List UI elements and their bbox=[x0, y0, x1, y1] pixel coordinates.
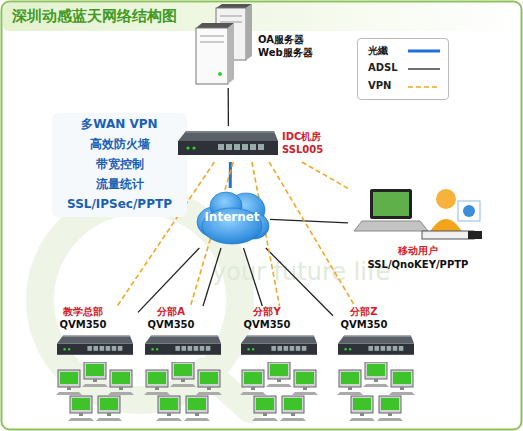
node-label: QVM350 bbox=[140, 319, 202, 332]
node-label: 分部Y bbox=[236, 306, 298, 319]
feature-box: 多WAN VPN 高效防火墙带宽控制流量统计 SSL/IPSec/PPTP bbox=[52, 113, 187, 217]
node-label: 高效防火墙 bbox=[52, 137, 187, 152]
branch-router: 教学总部QVM350 bbox=[52, 306, 138, 424]
node-illustration bbox=[190, 4, 254, 88]
node-illustration bbox=[348, 183, 488, 243]
node-label: QVM350 bbox=[52, 319, 114, 332]
node-label: 带宽控制 bbox=[52, 157, 187, 172]
node-label: OA服务器 Web服务器 bbox=[258, 34, 316, 59]
node-illustration bbox=[140, 362, 226, 424]
node-illustration bbox=[338, 334, 414, 358]
legend-box: 光纖 ADSL VPN bbox=[357, 38, 449, 100]
node-label: QVM350 bbox=[333, 319, 395, 332]
node-illustration bbox=[333, 362, 419, 424]
adsl-link bbox=[270, 219, 348, 223]
node-illustration bbox=[57, 334, 133, 358]
internet-cloud: Internet bbox=[194, 188, 270, 248]
header-band bbox=[3, 3, 520, 31]
branch-router: 分部AQVM350 bbox=[140, 306, 226, 424]
node-label: 流量统计 bbox=[52, 177, 187, 192]
node-label: 多WAN VPN bbox=[52, 117, 187, 132]
branch-router: 分部YQVM350 bbox=[236, 306, 322, 424]
branch-router: 分部ZQVM350 bbox=[333, 306, 419, 424]
node-label: SSL/QnoKEY/PPTP bbox=[348, 259, 488, 272]
legend-text: ADSL bbox=[368, 62, 398, 73]
idc-router: IDC机房 SSL005 bbox=[178, 126, 323, 162]
node-label: 分部A bbox=[140, 306, 202, 319]
adsl-link bbox=[228, 88, 229, 126]
legend-text: VPN bbox=[368, 80, 391, 91]
node-label: Internet bbox=[194, 210, 270, 225]
node-label: SSL/IPSec/PPTP bbox=[52, 197, 187, 212]
legend-line-sample bbox=[408, 48, 440, 54]
server-group: OA服务器 Web服务器 bbox=[190, 4, 320, 88]
node-illustration bbox=[241, 334, 317, 358]
node-label: 移动用户 bbox=[348, 245, 488, 258]
node-illustration bbox=[236, 362, 322, 424]
legend-line-sample bbox=[408, 66, 440, 72]
mobile-user: 移动用户SSL/QnoKEY/PPTP bbox=[348, 183, 488, 279]
vpn-link bbox=[302, 162, 348, 188]
node-label: 教学总部 bbox=[52, 306, 114, 319]
node-illustration bbox=[145, 334, 221, 358]
adsl-link bbox=[138, 248, 199, 312]
node-illustration bbox=[178, 129, 278, 159]
node-label: QVM350 bbox=[236, 319, 298, 332]
node-label: IDC机房 SSL005 bbox=[282, 131, 330, 156]
watermark-text: your future life bbox=[212, 258, 390, 286]
diagram-title: 深圳动感蓝天网络结构图 bbox=[12, 7, 177, 26]
node-illustration bbox=[52, 362, 138, 424]
legend-text: 光纖 bbox=[368, 44, 388, 58]
node-label: 分部Z bbox=[333, 306, 395, 319]
legend-line-sample bbox=[408, 84, 440, 90]
